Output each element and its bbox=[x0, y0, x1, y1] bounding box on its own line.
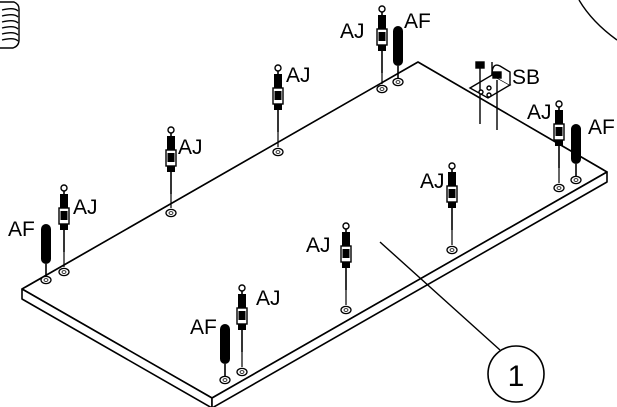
label-aj-front-bottom: AJ bbox=[256, 287, 281, 310]
label-aj-top-left-2: AJ bbox=[286, 64, 311, 87]
label-af-front-left: AF bbox=[8, 218, 35, 241]
label-sb: SB bbox=[512, 66, 540, 89]
fitting-aj-front-bottom bbox=[236, 284, 248, 377]
detail-circle-fragment bbox=[578, 0, 617, 41]
part-number-label: 1 bbox=[508, 360, 525, 393]
fitting-aj-middle-right bbox=[446, 162, 458, 255]
callout-circle bbox=[487, 345, 545, 403]
label-aj-middle-right: AJ bbox=[420, 170, 445, 193]
label-aj-top-center: AJ bbox=[340, 20, 365, 43]
fitting-aj-top-center bbox=[376, 5, 388, 94]
callout-leader bbox=[379, 241, 501, 351]
fitting-aj-right bbox=[553, 100, 565, 193]
label-af-front-bottom: AF bbox=[190, 316, 217, 339]
spring-part-fragment bbox=[0, 1, 20, 49]
label-aj-front-left: AJ bbox=[73, 196, 98, 219]
label-af-right: AF bbox=[588, 116, 615, 139]
fitting-aj-middle-center bbox=[340, 222, 352, 315]
fitting-aj-front-left bbox=[58, 184, 70, 277]
fitting-sb-bracket bbox=[468, 61, 512, 130]
label-aj-middle-center: AJ bbox=[306, 234, 331, 257]
label-af-top-center: AF bbox=[404, 10, 431, 33]
panel-board bbox=[21, 61, 608, 407]
label-aj-right: AJ bbox=[527, 101, 552, 124]
label-aj-top-left-1: AJ bbox=[178, 136, 203, 159]
fitting-aj-top-left-2 bbox=[272, 64, 284, 157]
fitting-aj-top-left-1 bbox=[165, 126, 177, 218]
